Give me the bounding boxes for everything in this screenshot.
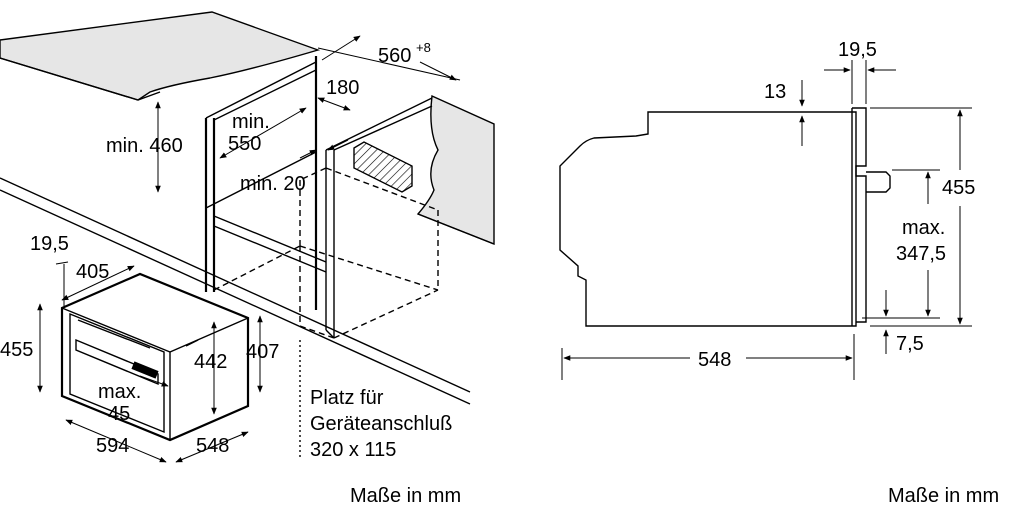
label-units-left: Maße in mm (350, 485, 461, 507)
label-opening-depth: 180 (326, 77, 359, 99)
label-top-width: 560 (378, 45, 411, 67)
label-cutout-width: 405 (76, 261, 109, 283)
label-front-offset: 19,5 (30, 233, 69, 255)
label-right-height: 455 (942, 177, 975, 199)
label-connection-line1: Platz für (310, 387, 384, 409)
floor-lines (0, 177, 471, 405)
right-side-view: 19,5 13 455 max. 347,5 7,5 548 Maße in m… (559, 39, 999, 507)
label-right-max-line1: max. (902, 217, 945, 239)
label-max-line2: 45 (108, 403, 130, 425)
countertop-left (0, 11, 321, 101)
cabinet-frame (204, 56, 433, 339)
connection-cutout (353, 141, 413, 193)
label-min-depth-line1: min. (232, 111, 270, 133)
label-width: 594 (96, 435, 129, 457)
label-right-bottom-offset: 7,5 (896, 333, 924, 355)
countertop-right (416, 94, 495, 246)
left-installation-view: 560 +8 180 min. 460 min. 550 min. 20 19,… (0, 11, 495, 507)
oven-side-profile (559, 107, 891, 327)
label-right-depth: 548 (698, 349, 731, 371)
label-top-width-tolerance: +8 (416, 40, 431, 55)
label-height: 455 (0, 339, 33, 361)
label-min-gap: min. 20 (240, 173, 306, 195)
niche-outline (213, 167, 439, 339)
label-right-max-line2: 347,5 (896, 243, 946, 265)
left-dimension-lines (37, 35, 461, 463)
label-min-depth-line2: 550 (228, 133, 261, 155)
label-inner-height: 442 (194, 351, 227, 373)
label-units-right: Maße in mm (888, 485, 999, 507)
label-connection-line3: 320 x 115 (310, 439, 396, 461)
label-max-line1: max. (98, 381, 141, 403)
label-right-front-offset: 19,5 (838, 39, 877, 61)
label-right-top-step: 13 (764, 81, 786, 103)
label-min-height: min. 460 (106, 135, 183, 157)
label-depth: 548 (196, 435, 229, 457)
label-niche-height: 407 (246, 341, 279, 363)
label-connection-line2: Geräteanschluß (310, 413, 452, 435)
right-dimension-lines (561, 60, 972, 380)
